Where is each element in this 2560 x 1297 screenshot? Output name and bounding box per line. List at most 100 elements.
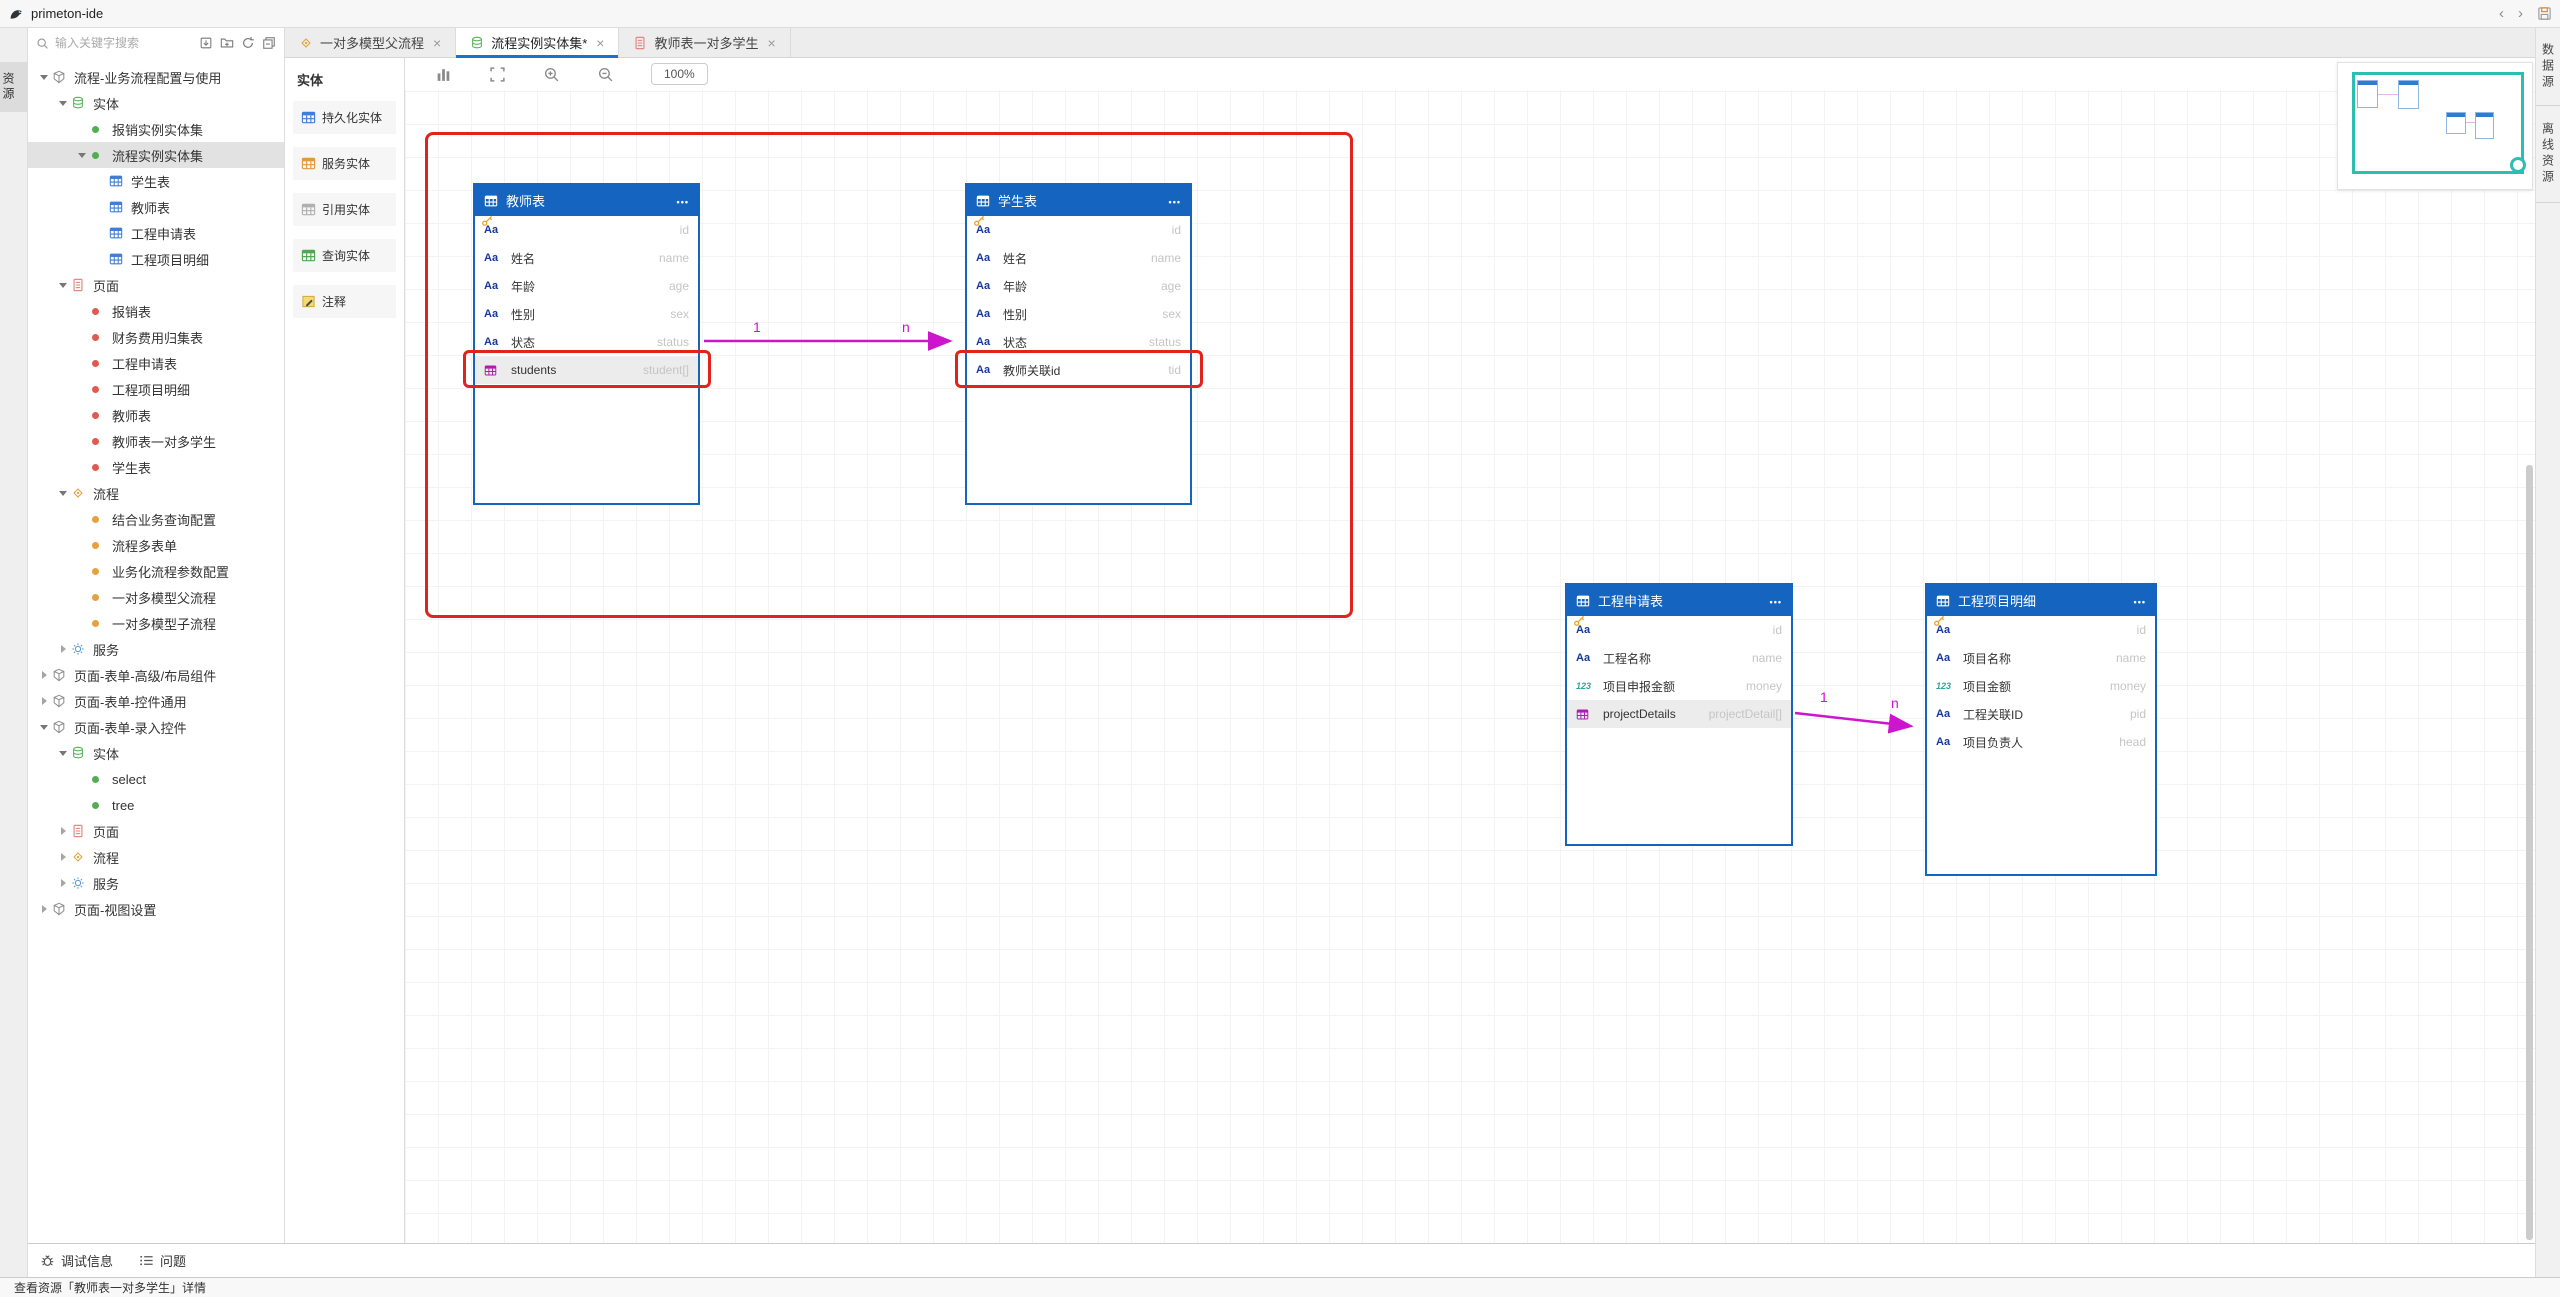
- tree-item-flows2[interactable]: 流程: [28, 844, 284, 870]
- caret-down-icon[interactable]: [55, 96, 71, 110]
- relation-teacher-student[interactable]: 1 n: [704, 319, 953, 351]
- close-tab-icon[interactable]: [596, 35, 604, 51]
- caret-down-icon[interactable]: [36, 720, 52, 734]
- zoom-out-icon[interactable]: [597, 66, 614, 83]
- tree-item-baoxiao-entityset[interactable]: 报销实例实体集: [28, 116, 284, 142]
- tree-item-process-config[interactable]: 流程-业务流程配置与使用: [28, 64, 284, 90]
- caret-right-icon[interactable]: [55, 827, 71, 835]
- caret-down-icon[interactable]: [55, 486, 71, 500]
- tree-item-entity[interactable]: 实体: [28, 90, 284, 116]
- tree-item-page[interactable]: 教师表: [28, 402, 284, 428]
- tree-item-flows[interactable]: 流程: [28, 480, 284, 506]
- relation-apply-detail[interactable]: 1 n: [1794, 689, 1914, 734]
- caret-down-icon[interactable]: [55, 278, 71, 292]
- vertical-scrollbar-thumb[interactable]: [2526, 465, 2533, 1240]
- minimap-resize-handle[interactable]: [2510, 157, 2526, 173]
- tree-item-teacher-table[interactable]: 教师表: [28, 194, 284, 220]
- caret-right-icon[interactable]: [36, 697, 52, 705]
- entity-header[interactable]: 教师表: [475, 185, 698, 216]
- caret-right-icon[interactable]: [36, 905, 52, 913]
- fit-screen-icon[interactable]: [489, 66, 506, 83]
- import-icon[interactable]: [199, 36, 213, 50]
- minimap-viewport[interactable]: [2352, 72, 2524, 174]
- entity-header[interactable]: 工程项目明细: [1927, 585, 2155, 616]
- collapse-all-icon[interactable]: [262, 36, 276, 50]
- field-row-id[interactable]: id: [475, 216, 698, 244]
- tree-item-flow[interactable]: 业务化流程参数配置: [28, 558, 284, 584]
- tree-item-services[interactable]: 服务: [28, 636, 284, 662]
- search-input[interactable]: [55, 36, 193, 50]
- rail-tab-resources[interactable]: 资源: [0, 62, 28, 112]
- rail-tab-offline-resources[interactable]: 离线资源: [2536, 106, 2560, 203]
- zoom-level[interactable]: 100%: [651, 63, 708, 85]
- tab-process-entityset[interactable]: 流程实例实体集*: [456, 28, 620, 58]
- tab-one-to-many-parent-flow[interactable]: 一对多模型父流程: [285, 28, 457, 57]
- close-tab-icon[interactable]: [433, 35, 441, 51]
- tree-item-form-input[interactable]: 页面-表单-录入控件: [28, 714, 284, 740]
- tree-item-page[interactable]: 学生表: [28, 454, 284, 480]
- tree-item-student-table[interactable]: 学生表: [28, 168, 284, 194]
- field-row-id[interactable]: id: [967, 216, 1190, 244]
- problems-button[interactable]: 问题: [139, 1251, 186, 1270]
- rail-tab-datasource[interactable]: 数据源: [2536, 28, 2560, 106]
- tree-item-flow[interactable]: 一对多模型父流程: [28, 584, 284, 610]
- caret-down-icon[interactable]: [36, 70, 52, 84]
- tree-item-flow[interactable]: 流程多表单: [28, 532, 284, 558]
- debug-info-button[interactable]: 调试信息: [40, 1251, 113, 1270]
- caret-right-icon[interactable]: [55, 853, 71, 861]
- diagram-canvas[interactable]: 100% 1 n 1 n: [405, 58, 2535, 1243]
- tree-item-entity2[interactable]: 实体: [28, 740, 284, 766]
- nav-back-button[interactable]: ‹: [2499, 5, 2504, 22]
- caret-right-icon[interactable]: [36, 671, 52, 679]
- zoom-in-icon[interactable]: [543, 66, 560, 83]
- caret-right-icon[interactable]: [55, 645, 71, 653]
- entity-header[interactable]: 学生表: [967, 185, 1190, 216]
- tree-item-flow[interactable]: 结合业务查询配置: [28, 506, 284, 532]
- tree-item-page[interactable]: 工程申请表: [28, 350, 284, 376]
- entity-header[interactable]: 工程申请表: [1567, 585, 1791, 616]
- tree-item-pages[interactable]: 页面: [28, 272, 284, 298]
- tree-item-tree[interactable]: tree: [28, 792, 284, 818]
- palette-item-reference-entity[interactable]: 引用实体: [293, 193, 396, 226]
- caret-down-icon[interactable]: [74, 148, 90, 162]
- save-icon[interactable]: [2537, 6, 2552, 21]
- field-row-id[interactable]: id: [1567, 616, 1791, 644]
- tree-item-form-layout[interactable]: 页面-表单-高级/布局组件: [28, 662, 284, 688]
- minimap[interactable]: [2337, 62, 2533, 190]
- refresh-icon[interactable]: [241, 36, 255, 50]
- palette-item-service-entity[interactable]: 服务实体: [293, 147, 396, 180]
- caret-down-icon[interactable]: [55, 746, 71, 760]
- tree-item-process-entityset[interactable]: 流程实例实体集: [28, 142, 284, 168]
- field-row-id[interactable]: id: [1927, 616, 2155, 644]
- tree-item-page[interactable]: 工程项目明细: [28, 376, 284, 402]
- tree-item-pages2[interactable]: 页面: [28, 818, 284, 844]
- nav-forward-button[interactable]: ›: [2518, 5, 2523, 22]
- tab-teacher-one-to-many-student[interactable]: 教师表一对多学生: [619, 28, 791, 57]
- chart-icon[interactable]: [435, 66, 452, 83]
- tree-item-project-detail-table[interactable]: 工程项目明细: [28, 246, 284, 272]
- tree-item-view-settings[interactable]: 页面-视图设置: [28, 896, 284, 922]
- tree-item-services2[interactable]: 服务: [28, 870, 284, 896]
- tree-item-page[interactable]: 教师表一对多学生: [28, 428, 284, 454]
- close-tab-icon[interactable]: [767, 35, 775, 51]
- new-folder-icon[interactable]: [220, 36, 234, 50]
